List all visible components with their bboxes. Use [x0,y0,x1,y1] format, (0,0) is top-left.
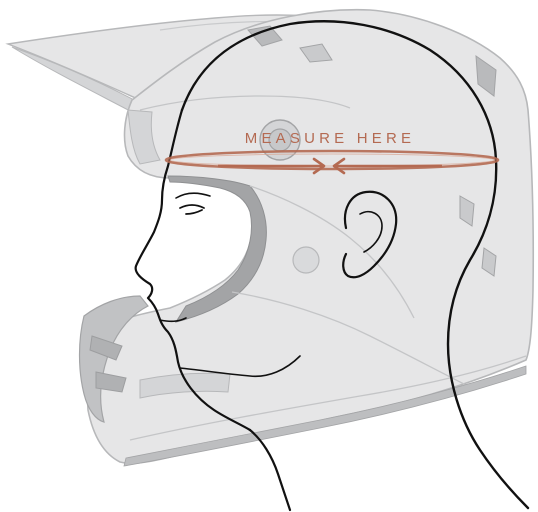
helmet-side-plug [293,247,319,273]
head-eyebrow [176,193,210,198]
helmet [8,10,533,466]
head-throat-line [250,430,290,510]
measure-here-label: MEASURE HERE [245,130,415,147]
head-eye [180,205,204,214]
